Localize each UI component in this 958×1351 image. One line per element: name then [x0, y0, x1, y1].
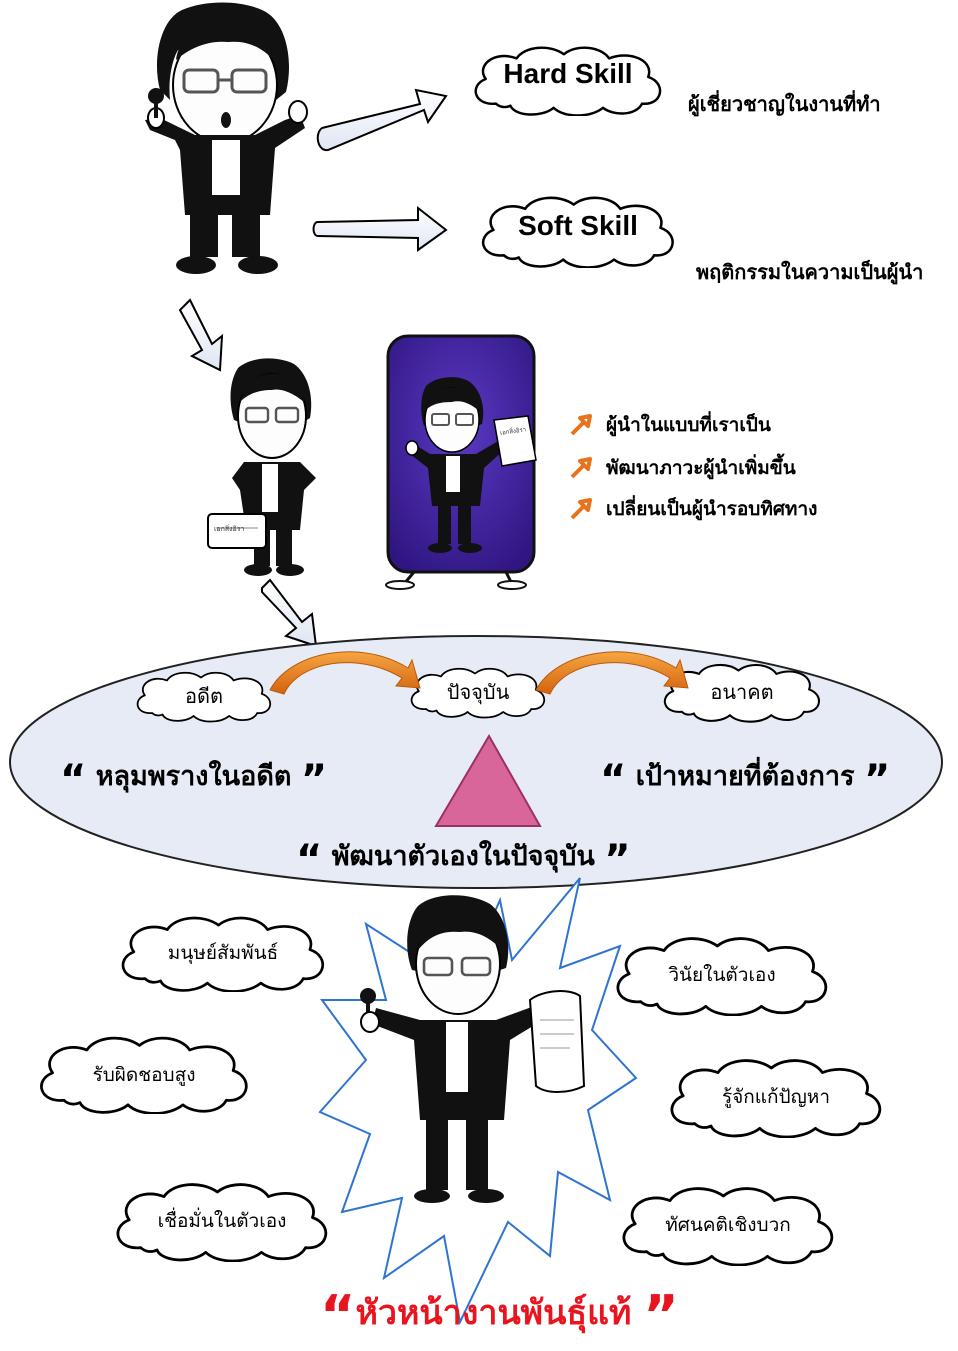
trait-positive-attitude: ทัศนคติเชิงบวก	[665, 1214, 791, 1236]
speaker-figure-middle	[207, 358, 316, 576]
speaker-figure-board	[405, 377, 537, 553]
trait-self-confidence: เชื่อมั่นในตัวเอง	[157, 1210, 287, 1232]
orange-arrow-icon	[570, 414, 592, 436]
curved-arrow-past-present	[269, 651, 421, 695]
quote-past-text: หลุมพรางในอดีต	[95, 761, 292, 792]
quote-present: “ พัฒนาตัวเองในปัจจุบัน ”	[296, 837, 631, 883]
quote-future: “ เป้าหมายที่ต้องการ ”	[600, 757, 891, 803]
bullet-label: พัฒนาภาวะผู้นำเพิ่มขึ้น	[606, 457, 796, 479]
bullet-label: เปลี่ยนเป็นผู้นำรอบทิศทาง	[606, 498, 818, 520]
arrow-to-soft-skill	[312, 205, 448, 252]
timeline-present-label: ปัจจุบัน	[446, 680, 510, 704]
soft-skill-title: Soft Skill	[518, 210, 638, 241]
arrow-down-2	[261, 578, 318, 648]
clipboard-label: เอกสิ่งอิรา	[214, 525, 245, 533]
orange-arrow-icon	[570, 498, 592, 520]
hard-skill-description: ผู้เชี่ยวชาญในงานที่ทำ	[688, 92, 881, 116]
hard-skill-title: Hard Skill	[503, 58, 633, 89]
arrow-down-1	[178, 298, 224, 372]
bullet-item: พัฒนาภาวะผู้นำเพิ่มขึ้น	[568, 455, 796, 481]
timeline-future-label: อนาคต	[710, 680, 774, 704]
arrow-to-hard-skill	[316, 88, 448, 152]
trait-responsibility: รับผิดชอบสูง	[92, 1064, 196, 1086]
soft-skill-description: พฤติกรรมในความเป็นผู้นำ	[696, 260, 924, 284]
quote-present-text: พัฒนาตัวเองในปัจจุบัน	[331, 841, 595, 872]
balance-triangle	[434, 734, 542, 827]
trait-human-relations: มนุษย์สัมพันธ์	[167, 942, 279, 964]
quote-past: “ หลุมพรางในอดีต ”	[60, 757, 328, 803]
conclusion-title: “หัวหน้างานพันธุ์แท้ ”	[320, 1284, 679, 1347]
orange-arrow-icon	[570, 457, 592, 479]
timeline-past-label: อดีต	[185, 684, 223, 708]
curved-arrow-present-future	[535, 651, 689, 695]
quote-future-text: เป้าหมายที่ต้องการ	[635, 761, 855, 792]
bullet-label: ผู้นำในแบบที่เราเป็น	[606, 414, 771, 436]
trait-problem-solving: รู้จักแก้ปัญหา	[721, 1086, 831, 1108]
speaker-figure-final	[360, 895, 586, 1203]
conclusion-text: หัวหน้างานพันธุ์แท้	[355, 1293, 632, 1333]
trait-self-discipline: วินัยในตัวเอง	[668, 964, 776, 986]
bullet-item: เปลี่ยนเป็นผู้นำรอบทิศทาง	[568, 496, 817, 522]
bullet-item: ผู้นำในแบบที่เราเป็น	[568, 412, 771, 438]
speaker-figure-top	[145, 2, 308, 274]
